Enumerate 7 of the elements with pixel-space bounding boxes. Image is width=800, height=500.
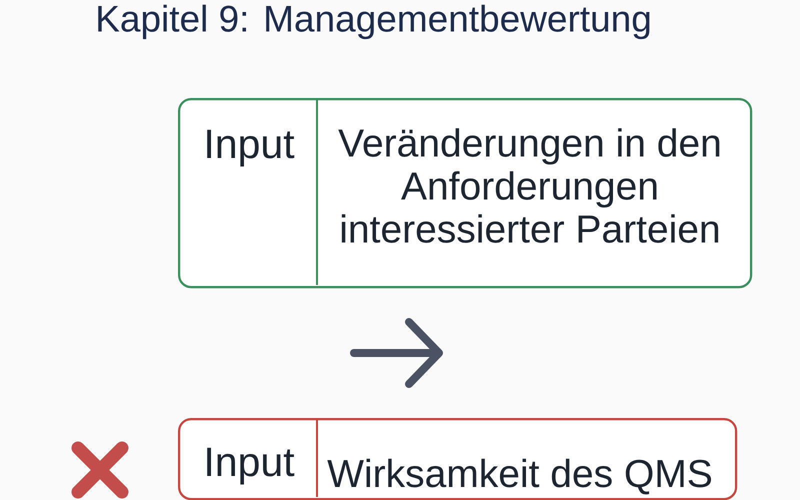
input-label: Input bbox=[207, 448, 294, 484]
input-label: Input bbox=[207, 130, 294, 166]
description-text: Veränderungen in den Anforderungen interessierter Parteien bbox=[338, 128, 720, 243]
title: Kapitel 9: Managementbewertung bbox=[98, 4, 650, 40]
description-text: Wirksamkeit des QMS bbox=[327, 458, 712, 494]
content-box bbox=[178, 98, 752, 288]
content-box bbox=[178, 418, 738, 500]
